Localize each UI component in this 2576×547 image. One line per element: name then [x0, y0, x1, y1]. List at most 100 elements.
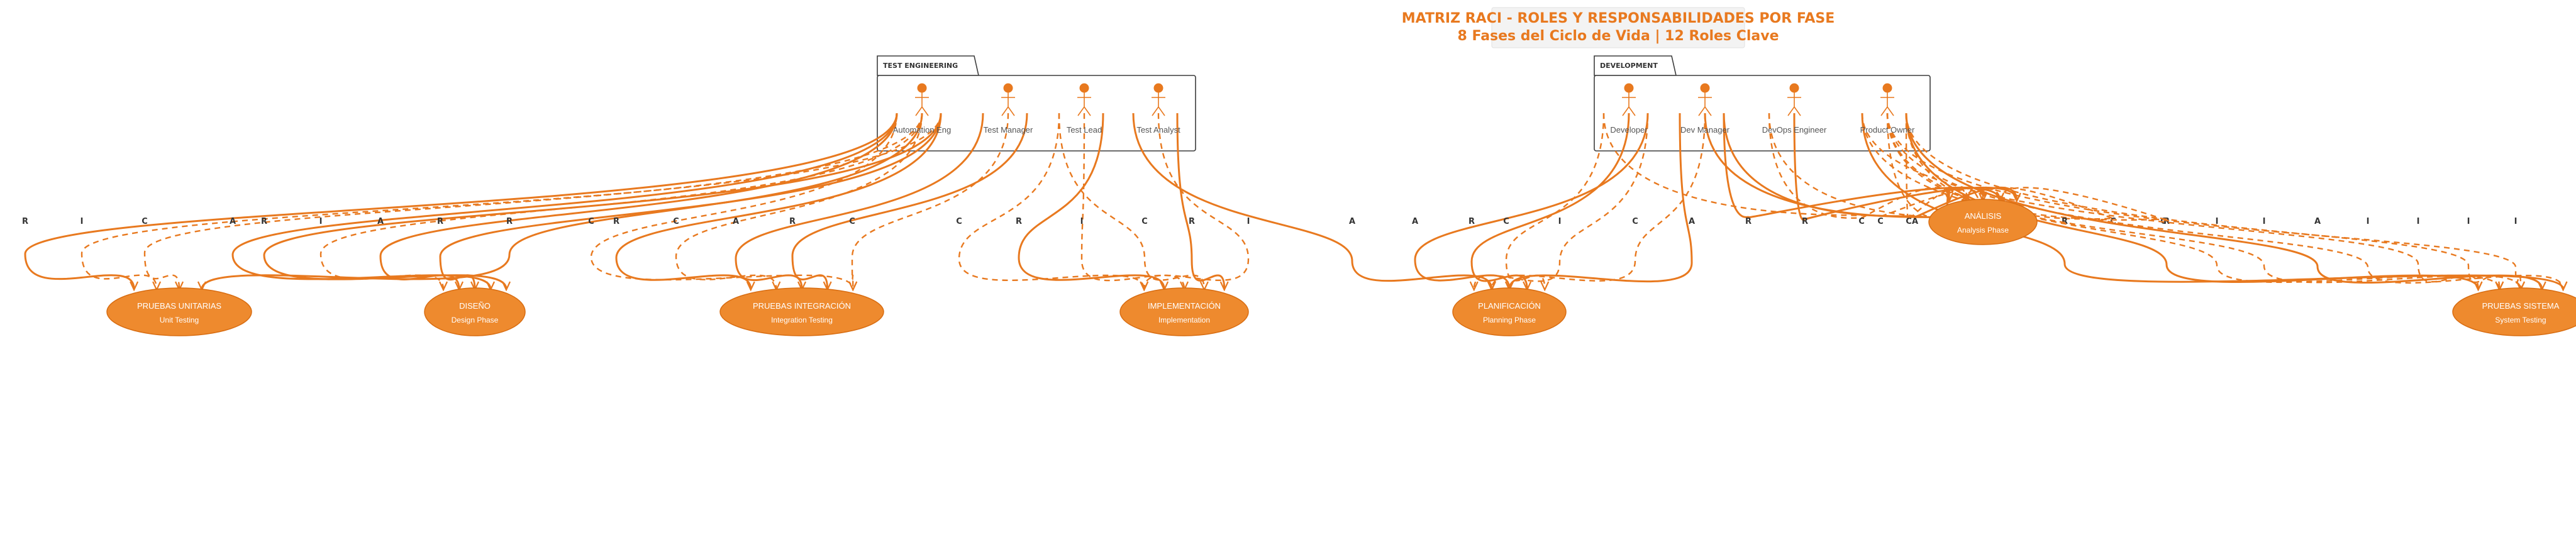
actor-icon: [1787, 92, 1801, 116]
relation-devmgr-planning: [1509, 113, 1693, 289]
phase-subtitle: Implementation: [1158, 316, 1210, 324]
relation-devops-analysis: [1768, 113, 1989, 219]
actor-head-icon: [1789, 83, 1799, 93]
raci-label: C: [1503, 217, 1509, 226]
raci-label: C: [1632, 217, 1638, 226]
relation-testlead-impl: [958, 113, 1144, 289]
phase-name: IMPLEMENTACIÓN: [1148, 301, 1221, 311]
raci-label: R: [2062, 217, 2068, 226]
phase-system[interactable]: PRUEBAS SISTEMA System Testing: [2452, 287, 2576, 336]
raci-label: A: [1349, 217, 1355, 226]
phase-ellipse: [1119, 287, 1249, 336]
actor-label: Test Analyst: [1136, 125, 1180, 135]
actor-icon: [1698, 92, 1712, 116]
actor-label: Product Owner: [1860, 125, 1915, 135]
actor-testanalyst[interactable]: Test Analyst: [1136, 83, 1180, 135]
relation-po-system: [1905, 113, 2499, 289]
package-development: DEVELOPMENT: [1594, 55, 1931, 152]
package-test-engineering: TEST ENGINEERING: [877, 55, 1196, 152]
raci-label: R: [506, 217, 513, 226]
actor-testlead[interactable]: Test Lead: [1067, 83, 1102, 135]
phase-ellipse: [2452, 287, 2576, 336]
actor-label: Automation Eng: [893, 125, 952, 135]
actor-icon: [1077, 92, 1091, 116]
relation-developer-planning: [1505, 113, 1605, 289]
relation-testmgr-integration: [791, 113, 1028, 289]
raci-label: C: [142, 217, 148, 226]
phase-name: PRUEBAS SISTEMA: [2482, 301, 2560, 311]
relation-testanalyst-impl: [1144, 113, 1250, 289]
raci-label: R: [437, 217, 443, 226]
raci-label: R: [1016, 217, 1022, 226]
relation-automation-design: [379, 113, 898, 289]
raci-label: A: [1912, 217, 1918, 226]
raci-label: A: [1689, 217, 1695, 226]
raci-label: A: [1412, 217, 1418, 226]
raci-label: C: [1906, 217, 1912, 226]
actor-testmgr[interactable]: Test Manager: [984, 83, 1033, 135]
relation-po-system: [1886, 113, 2521, 289]
actor-po[interactable]: Product Owner: [1860, 83, 1915, 135]
relation-po-analysis: [1905, 113, 1966, 222]
phase-ellipse: [106, 287, 252, 336]
raci-label: I: [2367, 217, 2370, 226]
raci-label: A: [733, 217, 739, 226]
actor-devops[interactable]: DevOps Engineer: [1762, 83, 1827, 135]
relation-devops-analysis: [1768, 113, 1949, 219]
actor-developer[interactable]: Developer: [1610, 83, 1648, 135]
phase-subtitle: Integration Testing: [771, 316, 833, 324]
raci-label: I: [80, 217, 84, 226]
raci-label: C: [1858, 217, 1865, 226]
package-label: TEST ENGINEERING: [883, 62, 958, 70]
relation-testlead-impl: [1058, 113, 1204, 289]
actor-head-icon: [1700, 83, 1710, 93]
actor-label: DevOps Engineer: [1762, 125, 1827, 135]
actor-devmgr[interactable]: Dev Manager: [1680, 83, 1730, 135]
actor-automation[interactable]: Automation Eng: [893, 83, 952, 135]
relation-po-system: [1861, 113, 2521, 289]
actor-icon: [1622, 92, 1636, 116]
relation-automation-design: [263, 113, 942, 289]
actor-head-icon: [1153, 83, 1163, 93]
relation-automation-design: [319, 113, 923, 289]
actor-head-icon: [1624, 83, 1634, 93]
relation-developer-planning: [1414, 113, 1649, 289]
relation-automation-design: [231, 113, 898, 289]
raci-label: I: [2417, 217, 2420, 226]
raci-label: I: [1080, 217, 1084, 226]
relation-automation-integration: [615, 113, 942, 289]
raci-label: C: [1877, 217, 1884, 226]
relation-devmgr-planning: [1492, 113, 1706, 289]
relation-po-analysis: [1905, 113, 2114, 220]
raci-label: C: [1141, 217, 1148, 226]
actor-icon: [1001, 92, 1015, 116]
phase-ellipse: [719, 287, 884, 336]
raci-label: R: [22, 217, 28, 226]
package-label: DEVELOPMENT: [1600, 62, 1658, 70]
raci-label: C: [673, 217, 679, 226]
actor-icon: [1880, 92, 1894, 116]
actor-head-icon: [1003, 83, 1013, 93]
phase-impl[interactable]: IMPLEMENTACIÓN Implementation: [1119, 287, 1249, 336]
raci-label: R: [261, 217, 267, 226]
relation-devops-analysis: [1793, 113, 2017, 221]
actor-head-icon: [1079, 83, 1089, 93]
raci-label: R: [1802, 217, 1808, 226]
phase-subtitle: System Testing: [2495, 316, 2546, 324]
actor-head-icon: [1882, 83, 1892, 93]
relation-automation-unit: [80, 113, 942, 289]
relation-automation-unit: [143, 113, 923, 289]
phase-ellipse: [1928, 199, 2038, 245]
actor-label: Dev Manager: [1680, 125, 1730, 135]
phase-ellipse: [424, 287, 526, 336]
raci-label: A: [2314, 217, 2321, 226]
relation-testanalyst-planning: [1132, 113, 1492, 289]
raci-label: R: [1745, 217, 1752, 226]
